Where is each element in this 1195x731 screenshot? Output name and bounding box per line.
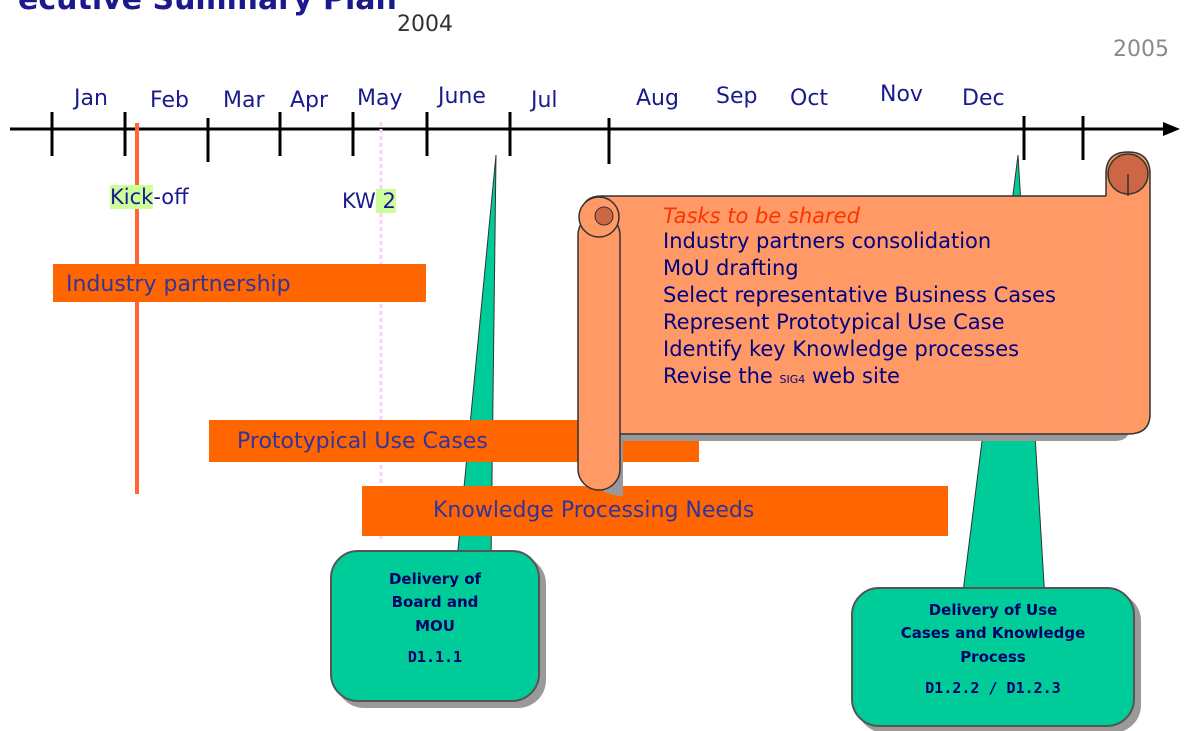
delivery-line: Cases and Knowledge [900, 624, 1086, 643]
timeline-ticks [50, 112, 1085, 164]
month-sep: Sep [716, 84, 758, 109]
month-jul: Jul [531, 88, 558, 113]
task-item: Represent Prototypical Use Case [663, 310, 1005, 334]
kickoff-label-rest: -off [153, 185, 189, 209]
year-2004-label: 2004 [397, 12, 453, 37]
month-feb: Feb [150, 88, 189, 113]
month-june: June [438, 84, 486, 109]
year-2005-label: 2005 [1113, 37, 1169, 62]
kickoff-label-highlight: Kick [110, 185, 154, 209]
delivery-line: Delivery of [388, 570, 482, 588]
month-may: May [357, 86, 403, 111]
month-apr: Apr [290, 88, 329, 113]
delivery-box-d1: Delivery of Board and MOU D1.1.1 [330, 550, 540, 702]
bar-knowledge-processing-needs: Knowledge Processing Needs [362, 486, 948, 536]
month-oct: Oct [790, 86, 829, 111]
delivery-box-d2: Delivery of Use Cases and Knowledge Proc… [851, 587, 1135, 727]
kw2-label-a: KW [342, 189, 376, 213]
month-aug: Aug [636, 86, 679, 111]
delivery-code: D1.2.2 / D1.2.3 [925, 678, 1061, 697]
timeline-arrowhead [1163, 122, 1180, 136]
delivery-line: MOU [415, 616, 455, 635]
delivery-code: D1.1.1 [407, 647, 463, 666]
task-last-prefix: Revise the [663, 364, 780, 388]
task-item-last: Revise the SIG4 web site [663, 363, 1153, 393]
delivery-line: Process [960, 647, 1026, 666]
month-dec: Dec [962, 86, 1005, 111]
task-last-small: SIG4 [779, 373, 806, 386]
month-mar: Mar [223, 88, 265, 113]
kw2-label: KW 2 [342, 189, 396, 213]
bar-industry-partnership: Industry partnership [53, 264, 426, 302]
delivery-line: Delivery of Use [928, 601, 1058, 619]
month-jan: Jan [74, 86, 108, 111]
task-item: Identify key Knowledge processes [663, 337, 1020, 361]
kickoff-label: Kick-off [110, 185, 189, 209]
task-last-suffix: web site [805, 364, 900, 388]
tasks-title: Tasks to be shared [663, 204, 860, 228]
tasks-content: Tasks to be shared Industry partners con… [663, 204, 1153, 393]
task-item: Industry partners consolidation [663, 229, 992, 253]
month-nov: Nov [880, 82, 923, 107]
task-item: Select representative Business Cases [663, 283, 1056, 307]
delivery-line: Board and [391, 593, 479, 612]
task-item: MoU drafting [663, 256, 799, 280]
page-title: ecutive Summary Plan [18, 0, 397, 17]
tasks-scroll [577, 151, 1151, 496]
kw2-label-highlight: 2 [375, 189, 396, 213]
